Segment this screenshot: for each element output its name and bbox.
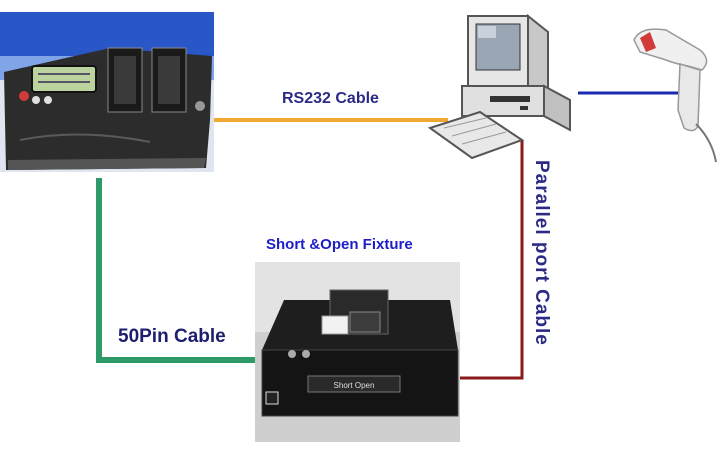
fixture-title: Short &Open Fixture: [266, 236, 413, 253]
fixture-photo-icon: Short Open: [255, 262, 460, 442]
rs232-cable-label: RS232 Cable: [282, 90, 379, 107]
barcode-scanner-icon: [633, 28, 717, 163]
parallel-port-cable-label: Parallel port Cable: [531, 160, 552, 346]
computer-icon: [427, 13, 571, 160]
50pin-cable-line: [96, 178, 256, 363]
programmer-device-icon: [0, 12, 214, 172]
50pin-cable-label: 50Pin Cable: [118, 326, 226, 347]
parallel-cable-line: [458, 140, 524, 380]
fixture-front-label: Short Open: [334, 381, 375, 390]
